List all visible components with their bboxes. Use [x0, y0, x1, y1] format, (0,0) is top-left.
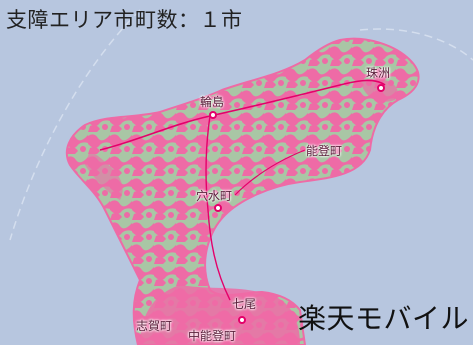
sea-boundary	[9, 9, 141, 241]
place-label-nakanoto: 中能登町	[188, 329, 237, 343]
road-coast	[234, 149, 306, 196]
road-main	[99, 79, 386, 151]
marker-suzu[interactable]	[377, 84, 385, 92]
marker-nanao[interactable]	[238, 316, 246, 324]
peninsula-land	[65, 37, 420, 345]
place-label-suzu: 珠洲	[366, 66, 391, 80]
place-label-nanao: 七尾	[232, 297, 257, 311]
place-label-anamizu: 穴水町	[196, 189, 233, 203]
coverage-south	[140, 285, 300, 345]
place-label-noto: 能登町	[306, 144, 343, 158]
marker-anamizu[interactable]	[214, 204, 222, 212]
place-label-wajima: 輪島	[200, 95, 225, 109]
place-label-shika: 志賀町	[136, 319, 173, 333]
sea-boundary-2	[359, 28, 473, 61]
brand-name: 楽天モバイル	[297, 302, 469, 335]
marker-wajima[interactable]	[209, 111, 217, 119]
road-inner	[205, 115, 231, 301]
coverage-west	[85, 150, 123, 200]
affected-area-count: 支障エリア市町数：１市	[6, 8, 243, 32]
